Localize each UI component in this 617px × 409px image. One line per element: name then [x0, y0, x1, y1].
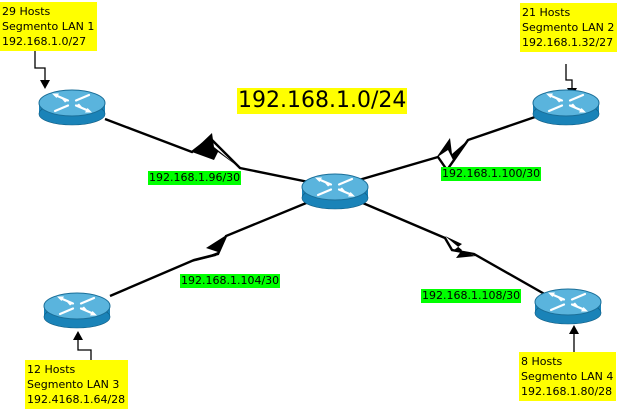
- router-icon[interactable]: [531, 88, 601, 127]
- lan-box-4: 8 Hosts Segmento LAN 4 192.168.1.80/28: [519, 352, 617, 401]
- lightning-bolt-icon: [436, 138, 468, 162]
- router-icon[interactable]: [37, 88, 107, 127]
- lan-segment: Segmento LAN 4: [521, 370, 614, 383]
- lan-hosts: 12 Hosts: [27, 363, 76, 376]
- router-icon[interactable]: [300, 172, 370, 211]
- lan-hosts: 29 Hosts: [2, 5, 51, 18]
- wan-label-1: 192.168.1.96/30: [148, 171, 242, 185]
- network-title: 192.168.1.0/24: [237, 88, 408, 114]
- lightning-bolt-icon: [192, 234, 228, 262]
- lan-segment: Segmento LAN 1: [2, 20, 95, 33]
- router-icon[interactable]: [42, 291, 112, 330]
- arrow-up-icon: [73, 331, 83, 340]
- lan-box-3: 12 Hosts Segmento LAN 3 192.4168.1.64/28: [25, 360, 129, 409]
- wan-link-3: [109, 190, 334, 298]
- arrow-up-icon: [569, 325, 579, 334]
- lan-hosts: 8 Hosts: [521, 355, 563, 368]
- lan-segment: Segmento LAN 2: [522, 21, 615, 34]
- wan-label-4: 192.168.1.108/30: [421, 289, 522, 303]
- lan-network: 192.168.1.32/27: [522, 36, 614, 49]
- lan-network: 192.168.1.0/27: [2, 35, 87, 48]
- lan-network: 192.4168.1.64/28: [27, 393, 126, 406]
- lan-arrow-2: [565, 64, 573, 92]
- lightning-bolt-icon: [192, 133, 240, 168]
- lan-arrow-3: [77, 336, 92, 362]
- lan-box-1: 29 Hosts Segmento LAN 1 192.168.1.0/27: [0, 2, 98, 51]
- lan-segment: Segmento LAN 3: [27, 378, 120, 391]
- wan-label-3: 192.168.1.104/30: [180, 274, 281, 288]
- arrow-down-icon: [40, 80, 50, 89]
- lightning-bolt-icon: [445, 236, 476, 258]
- router-icon[interactable]: [533, 287, 603, 326]
- wan-link-4: [336, 190, 549, 298]
- lan-network: 192.168.1.80/28: [521, 385, 613, 398]
- lan-arrow-1: [34, 48, 46, 84]
- lan-hosts: 21 Hosts: [522, 6, 571, 19]
- wan-label-2: 192.168.1.100/30: [441, 167, 542, 181]
- lan-box-2: 21 Hosts Segmento LAN 2 192.168.1.32/27: [520, 3, 617, 52]
